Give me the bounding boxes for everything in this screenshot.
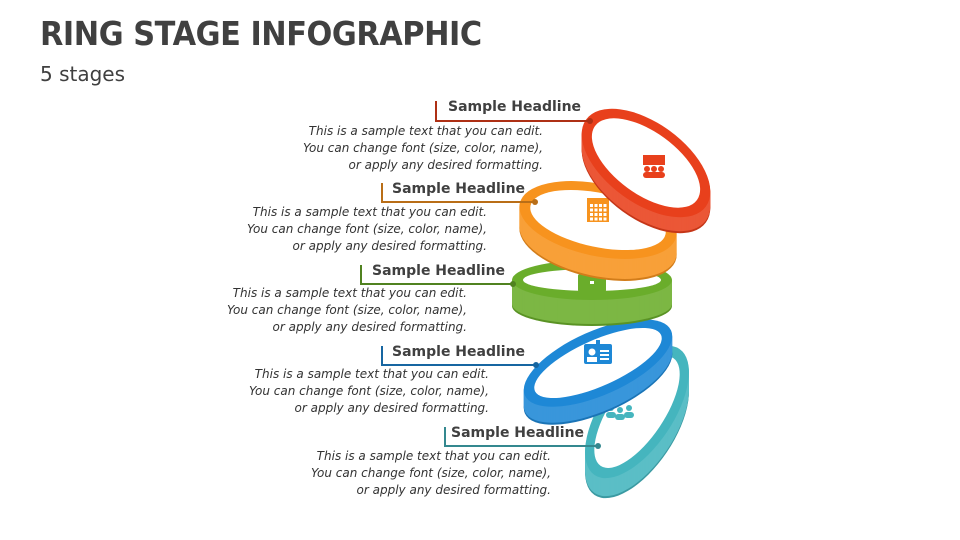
stage-2-text: This is a sample text that you can edit.… xyxy=(247,204,487,255)
stage-3-headline: Sample Headline xyxy=(372,263,506,279)
ring-stage-1 xyxy=(581,108,711,234)
stage-1-headline: Sample Headline xyxy=(448,99,582,115)
text-line: or apply any desired formatting. xyxy=(294,401,489,415)
ring-stage-4 xyxy=(523,319,673,425)
presentation-audience-icon xyxy=(643,155,665,178)
text-line: This is a sample text that you can edit. xyxy=(232,286,467,300)
text-line: or apply any desired formatting. xyxy=(348,158,543,172)
text-line: This is a sample text that you can edit. xyxy=(316,449,551,463)
leader-dot xyxy=(533,362,539,368)
stage-1-text: This is a sample text that you can edit.… xyxy=(303,123,543,174)
leader-dot xyxy=(510,281,516,287)
ring-stage-5 xyxy=(585,345,689,499)
page-title: RING STAGE INFOGRAPHIC xyxy=(40,14,482,53)
ring-stage-3 xyxy=(512,260,672,326)
text-line: You can change font (size, color, name), xyxy=(249,384,489,398)
page-subtitle: 5 stages xyxy=(40,62,126,86)
stage-5-headline: Sample Headline xyxy=(451,425,585,441)
text-line: You can change font (size, color, name), xyxy=(247,222,487,236)
leader-line xyxy=(444,427,598,447)
text-line: or apply any desired formatting. xyxy=(292,239,487,253)
leader-dot xyxy=(532,199,538,205)
text-line: This is a sample text that you can edit. xyxy=(308,124,543,138)
text-line: You can change font (size, color, name), xyxy=(311,466,551,480)
leader-line xyxy=(435,101,590,122)
stage-5-text: This is a sample text that you can edit.… xyxy=(311,448,551,499)
leader-line xyxy=(360,265,513,285)
id-card-icon xyxy=(584,340,612,364)
calendar-icon xyxy=(587,198,609,222)
stage-2-headline: Sample Headline xyxy=(392,181,526,197)
text-line: You can change font (size, color, name), xyxy=(227,303,467,317)
text-line: This is a sample text that you can edit. xyxy=(254,367,489,381)
ring-hole xyxy=(594,356,680,468)
leader-dot xyxy=(587,118,593,124)
stage-3-text: This is a sample text that you can edit.… xyxy=(227,285,467,336)
text-line: or apply any desired formatting. xyxy=(272,320,467,334)
leader-line xyxy=(381,183,535,203)
text-line: This is a sample text that you can edit. xyxy=(252,205,487,219)
leader-line xyxy=(381,346,536,366)
leader-dot xyxy=(595,443,601,449)
text-line: or apply any desired formatting. xyxy=(356,483,551,497)
text-line: You can change font (size, color, name), xyxy=(303,141,543,155)
stage-4-headline: Sample Headline xyxy=(392,344,526,360)
stage-4-text: This is a sample text that you can edit.… xyxy=(249,366,489,417)
